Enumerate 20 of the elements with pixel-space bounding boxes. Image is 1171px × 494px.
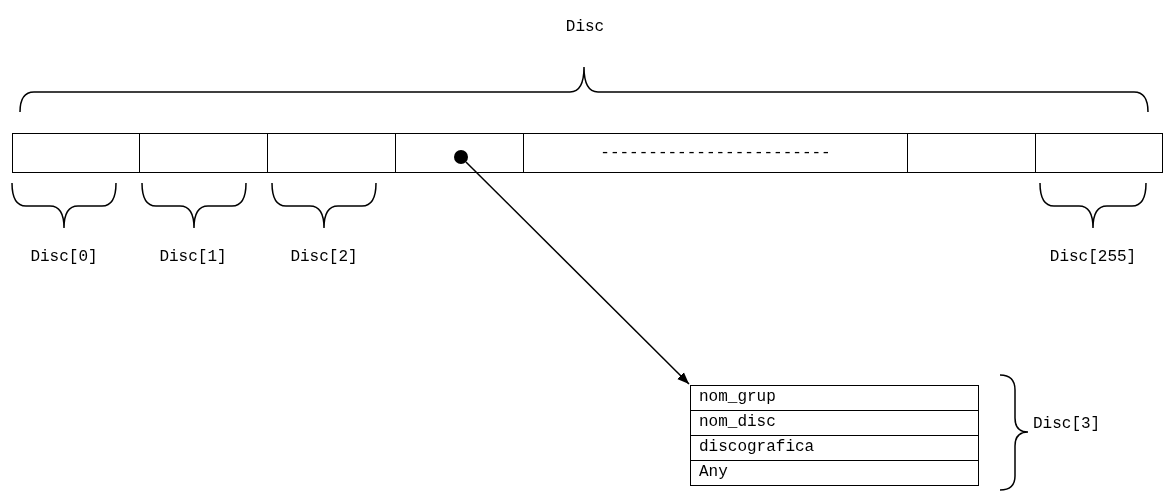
array-cell <box>395 133 524 173</box>
dot-marker <box>454 150 468 164</box>
array-cell: ------------------------ <box>523 133 908 173</box>
array-label: Disc[255] <box>1049 248 1137 266</box>
struct-field: discografica <box>691 436 978 461</box>
array-label: Disc <box>565 18 605 36</box>
array-label: Disc[3] <box>1033 415 1101 433</box>
struct-field: nom_disc <box>691 411 978 436</box>
array-cell <box>12 133 140 173</box>
array-label: Disc[1] <box>159 248 227 266</box>
array-label: Disc[2] <box>290 248 358 266</box>
array-cell <box>1035 133 1163 173</box>
struct-box <box>690 385 979 486</box>
arrow <box>465 161 690 385</box>
array-cell <box>267 133 396 173</box>
array-label: Disc[0] <box>30 248 98 266</box>
struct-field: nom_grup <box>691 386 978 411</box>
array-cell <box>907 133 1036 173</box>
array-cell <box>139 133 268 173</box>
struct-field: Any <box>691 461 978 486</box>
